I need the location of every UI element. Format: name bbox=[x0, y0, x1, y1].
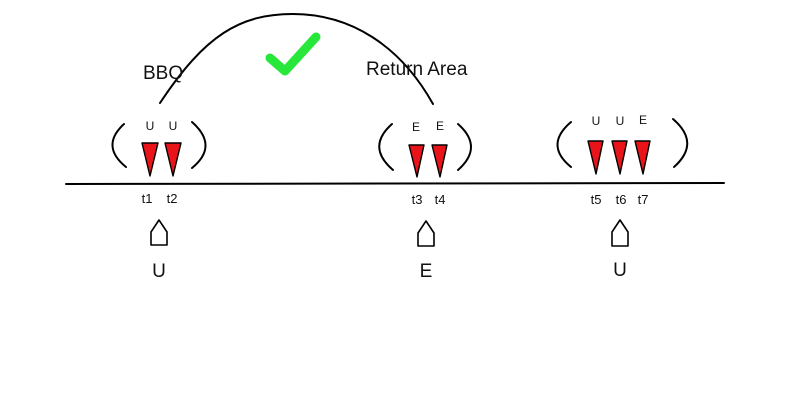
agent-icon bbox=[150, 219, 168, 246]
return-area-label: Return Area bbox=[366, 59, 468, 80]
left-bracket bbox=[556, 121, 572, 168]
right-bracket bbox=[191, 121, 207, 169]
marker-state-label: E bbox=[412, 120, 420, 134]
transfer-arc bbox=[159, 12, 434, 105]
time-marker bbox=[431, 144, 448, 178]
right-bracket bbox=[672, 118, 689, 168]
time-label: t3 bbox=[412, 192, 423, 207]
time-label: t2 bbox=[167, 191, 178, 206]
group-1: U U t1 t2 U bbox=[111, 119, 207, 282]
group-2: E E t3 t4 E bbox=[378, 119, 472, 282]
agent-label: U bbox=[613, 260, 627, 281]
group-3: U U E t5 t6 t7 U bbox=[556, 113, 689, 281]
left-bracket bbox=[378, 123, 394, 171]
time-label: t7 bbox=[638, 192, 649, 207]
marker-state-label: E bbox=[436, 119, 444, 133]
marker-state-label: U bbox=[592, 114, 601, 128]
time-marker bbox=[634, 140, 651, 175]
time-marker bbox=[141, 142, 159, 177]
time-marker bbox=[611, 140, 628, 175]
time-marker bbox=[408, 144, 425, 178]
timeline-axis bbox=[65, 182, 725, 185]
time-label: t1 bbox=[142, 191, 153, 206]
bbq-label: BBQ bbox=[143, 63, 183, 84]
time-label: t5 bbox=[591, 192, 602, 207]
time-marker bbox=[164, 142, 182, 177]
agent-icon bbox=[417, 220, 435, 247]
marker-state-label: E bbox=[639, 113, 647, 127]
time-label: t4 bbox=[435, 192, 446, 207]
time-label: t6 bbox=[616, 192, 627, 207]
marker-state-label: U bbox=[616, 114, 625, 128]
left-bracket bbox=[111, 123, 127, 168]
checkmark-icon bbox=[265, 32, 321, 76]
marker-state-label: U bbox=[169, 119, 178, 133]
marker-state-label: U bbox=[146, 119, 155, 133]
agent-label: E bbox=[420, 261, 433, 282]
right-bracket bbox=[457, 123, 472, 171]
agent-label: U bbox=[152, 261, 166, 282]
time-marker bbox=[587, 140, 604, 175]
agent-icon bbox=[611, 219, 629, 247]
